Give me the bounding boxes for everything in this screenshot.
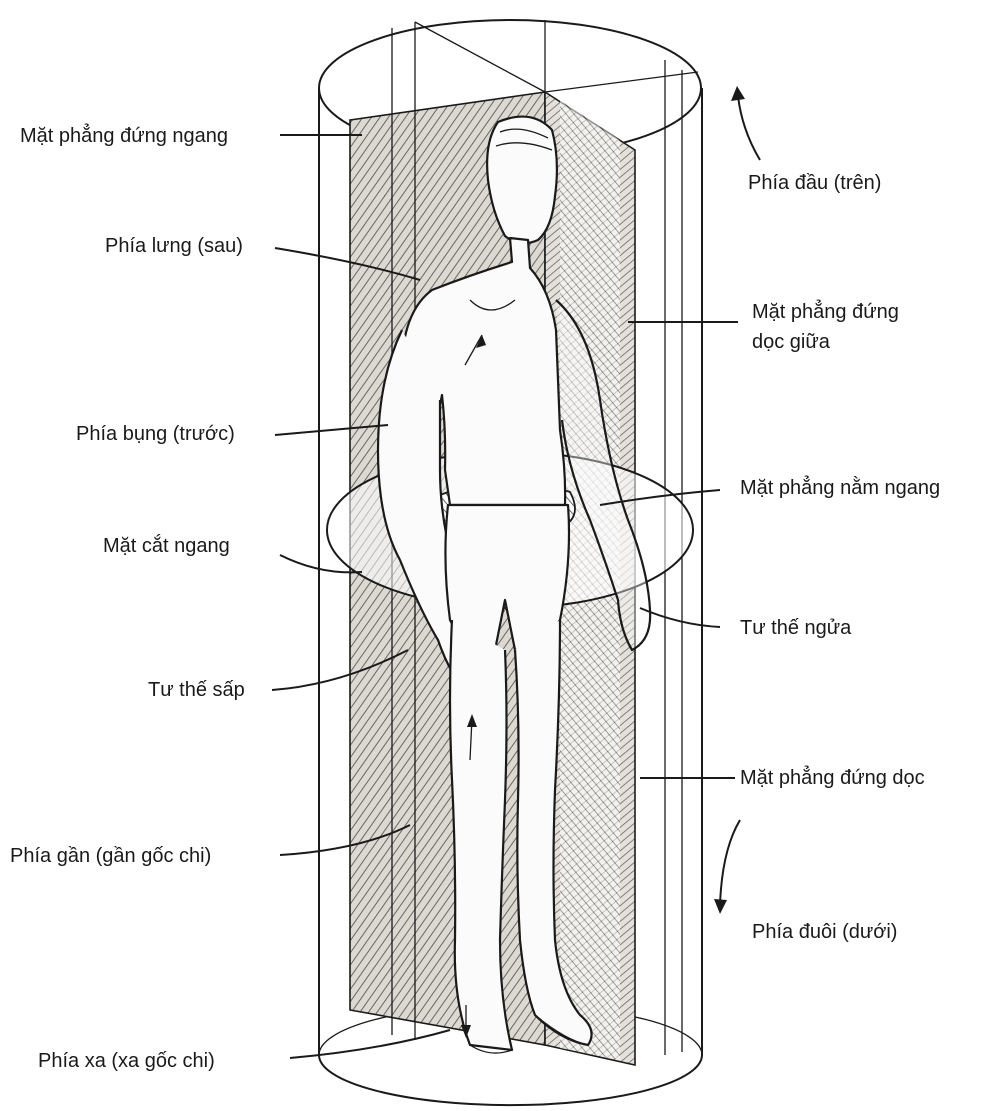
label-cross-section: Mặt cắt ngang [103,534,230,557]
label-proximal: Phía gần (gần gốc chi) [10,845,211,867]
label-supine: Tư thế ngửa [740,617,852,639]
label-prone: Tư thế sấp [148,679,245,701]
cylinder-bottom-arc [319,1055,702,1105]
label-ventral: Phía bụng (trước) [76,423,235,445]
label-horizontal-plane: Mặt phẳng nằm ngang [740,475,940,499]
label-cranial: Phía đầu (trên) [748,172,881,194]
caudal-arrow [720,820,740,905]
leader-distal [290,1030,450,1058]
top-division-line-b [545,72,698,92]
leader-supine [640,608,720,627]
top-division-line-a [415,22,545,92]
label-distal: Phía xa (xa gốc chi) [38,1050,215,1072]
label-dorsal: Phía lưng (sau) [105,235,243,257]
caudal-arrowhead [714,899,727,914]
label-sagittal-plane: Mặt phẳng đứng dọc [740,765,925,789]
label-coronal-plane: Mặt phẳng đứng ngang [20,123,228,147]
cranial-arrow [738,96,760,160]
figure-left-leg [450,620,512,1050]
direction-arrows [714,86,760,914]
label-midsagittal-plane-line1: Mặt phẳng đứng [752,299,899,323]
label-midsagittal-plane-line2: dọc giữa [752,331,831,353]
label-caudal: Phía đuôi (dưới) [752,921,897,943]
cranial-arrowhead [731,86,745,101]
